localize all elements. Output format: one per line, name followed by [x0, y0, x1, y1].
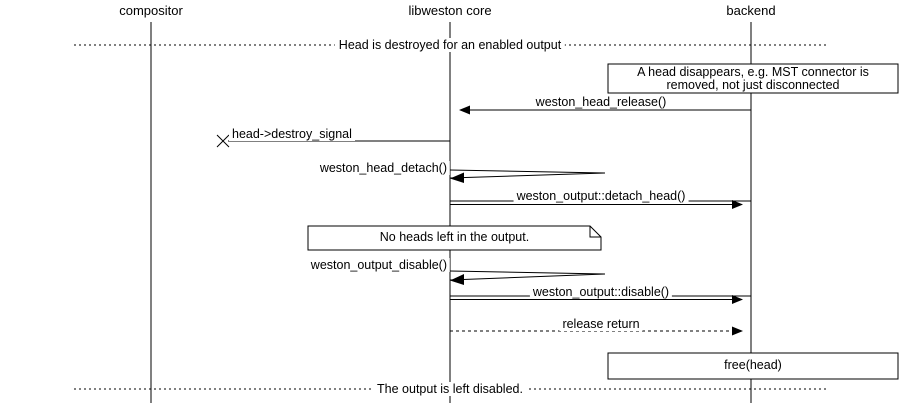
lifeline-label-libweston-core: libweston core: [408, 3, 492, 18]
note-label-free-head-note: free(head): [608, 359, 898, 372]
note-line: removed, not just disconnected: [666, 78, 840, 92]
message-label-weston-output-disable: weston_output::disable(): [529, 285, 673, 299]
message-selfcall-weston-output-disable-local: [449, 270, 606, 285]
note-label-mst-note: A head disappears, e.g. MST connector is…: [608, 66, 898, 92]
divider-label-bottom: The output is left disabled.: [373, 382, 527, 396]
lifeline-label-compositor: compositor: [119, 3, 183, 18]
message-label-head-destroy-signal: head->destroy_signal: [229, 127, 355, 141]
note-line: No heads left in the output.: [379, 230, 530, 244]
message-label-weston-output-detach-head: weston_output::detach_head(): [513, 189, 689, 203]
message-arrow-head-destroy-signal: [216, 134, 450, 148]
note-box-no-heads-note: [307, 225, 602, 251]
lifeline-label-backend: backend: [726, 3, 776, 18]
note-line: A head disappears, e.g. MST connector is: [637, 65, 869, 79]
divider-label-top: Head is destroyed for an enabled output: [334, 38, 566, 52]
note-label-no-heads-note: No heads left in the output.: [308, 231, 601, 244]
message-label-weston-head-detach: weston_head_detach(): [316, 161, 450, 175]
message-label-weston-output-disable-local: weston_output_disable(): [307, 258, 450, 272]
note-line: free(head): [724, 358, 782, 372]
message-label-weston-head-release: weston_head_release(): [532, 95, 670, 109]
note-box-mst-note: [607, 63, 899, 94]
message-label-release-return: release return: [559, 317, 643, 331]
message-selfcall-weston-head-detach: [449, 169, 606, 183]
note-box-free-head-note: [607, 352, 899, 380]
